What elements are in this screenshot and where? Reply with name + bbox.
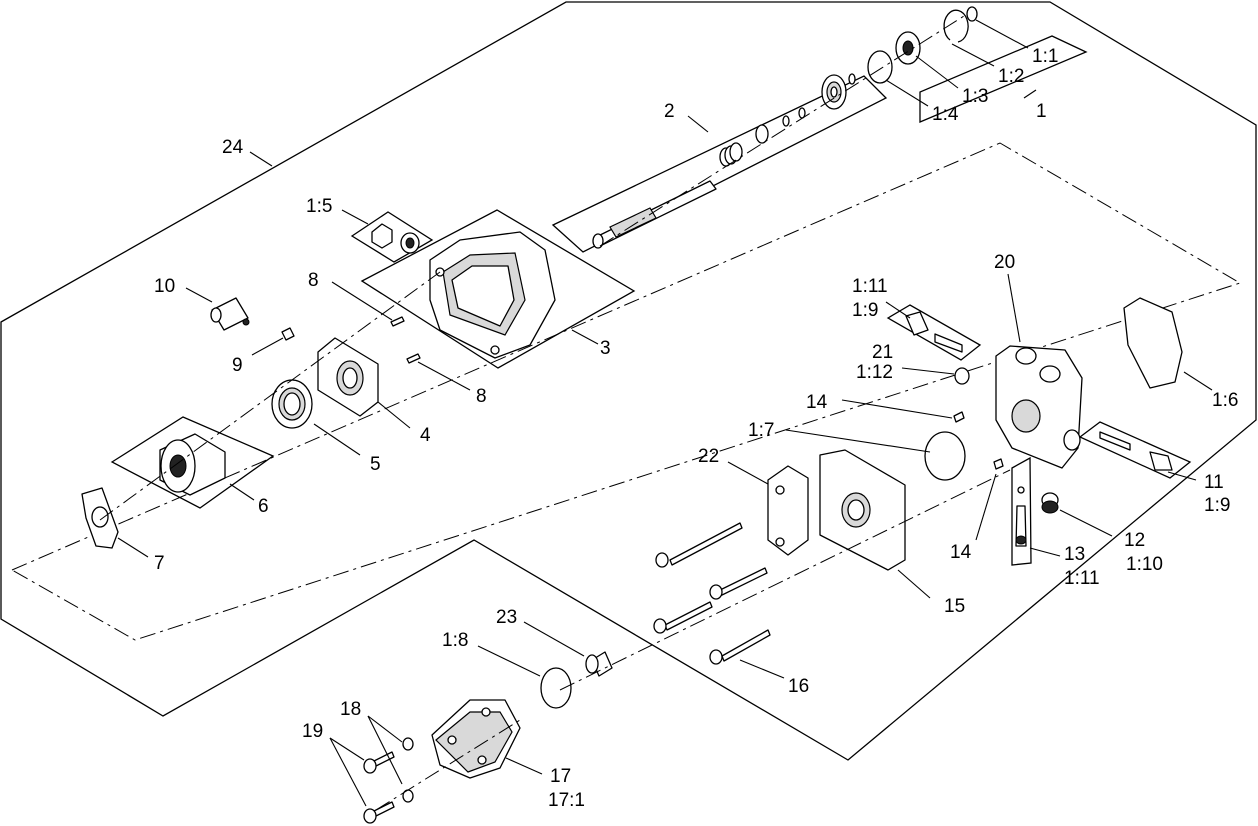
washer-18-upper xyxy=(402,737,414,751)
callout-14-lower: 14 xyxy=(950,542,972,563)
callout-24: 24 xyxy=(222,137,244,158)
callout-1-1: 1:1 xyxy=(1032,46,1058,67)
sensor-13 xyxy=(1015,486,1027,547)
callout-20: 20 xyxy=(994,252,1015,273)
pin-14-lower xyxy=(993,458,1004,470)
kit-box-1 xyxy=(919,35,1088,123)
callout-21: 21 xyxy=(872,342,893,363)
cradle-bearing xyxy=(271,379,313,429)
callout-11: 11 xyxy=(1204,472,1224,493)
bolt-16-b xyxy=(709,567,768,600)
relief-valve-lower xyxy=(1099,431,1173,471)
kit-box-1-5 xyxy=(350,211,434,263)
leader-lines xyxy=(117,19,1213,807)
callout-1-5: 1:5 xyxy=(306,196,332,217)
callout-17: 17 xyxy=(550,766,571,787)
screw-19-lower xyxy=(363,801,395,824)
o-ring-1-7 xyxy=(924,431,966,481)
callout-1-11-lower: 1:11 xyxy=(1064,568,1100,589)
gear-pump xyxy=(431,699,521,779)
subassembly-boundary xyxy=(10,142,1242,641)
shaft-spring xyxy=(719,142,743,167)
callout-1-8: 1:8 xyxy=(442,630,468,651)
callout-2: 2 xyxy=(664,101,675,122)
lever-block xyxy=(281,327,295,341)
screw-19-upper xyxy=(363,751,395,774)
kit-box-11 xyxy=(1078,421,1192,479)
shaft-seal-1-3 xyxy=(895,31,921,65)
callout-5: 5 xyxy=(370,454,381,475)
seal-1-5 xyxy=(371,223,420,254)
callout-1-9-lower: 1:9 xyxy=(1204,495,1230,516)
callout-8-lower: 8 xyxy=(476,386,487,407)
callout-1: 1 xyxy=(1036,101,1047,122)
pump-housing xyxy=(429,231,556,359)
callout-4: 4 xyxy=(420,425,431,446)
snap-ring-1-2 xyxy=(943,9,969,43)
callout-18: 18 xyxy=(340,699,361,720)
dowel-pin-lower xyxy=(406,353,421,364)
kit-box-1-9 xyxy=(886,304,982,361)
callout-3: 3 xyxy=(600,338,611,359)
shaft-spacer xyxy=(848,73,856,85)
callout-7: 7 xyxy=(154,553,165,574)
callout-16: 16 xyxy=(788,676,809,697)
shaft-bearing xyxy=(821,74,847,110)
callout-6: 6 xyxy=(258,496,269,517)
washer-1-1 xyxy=(966,6,978,22)
plug-21 xyxy=(954,367,970,385)
relief-valve-upper xyxy=(905,311,963,353)
bolt-16-a xyxy=(655,522,743,568)
coupler xyxy=(585,651,613,677)
callout-1-2: 1:2 xyxy=(998,66,1024,87)
gasket-1-6 xyxy=(1123,297,1183,389)
assembly-frame-24 xyxy=(0,1,1257,761)
dowel-pin-upper xyxy=(390,316,405,327)
callout-22: 22 xyxy=(698,446,719,467)
callout-1-3: 1:3 xyxy=(962,86,988,107)
callout-12: 12 xyxy=(1124,530,1145,551)
o-ring-1-8 xyxy=(540,667,572,709)
plug-12 xyxy=(1041,492,1059,514)
callout-13: 13 xyxy=(1064,544,1085,565)
drive-shaft xyxy=(592,180,717,249)
pin-14-upper xyxy=(953,411,965,423)
shaft-washer-a xyxy=(782,115,790,127)
callout-1-11-upper: 1:11 xyxy=(852,276,888,297)
callout-10: 10 xyxy=(154,276,175,297)
callout-1-6: 1:6 xyxy=(1212,390,1238,411)
rotating-group xyxy=(159,433,226,496)
callout-1-12: 1:12 xyxy=(856,362,893,383)
bolt-16-c xyxy=(653,601,713,634)
callout-1-4: 1:4 xyxy=(932,104,959,125)
shaft-ring xyxy=(755,124,769,144)
callout-9: 9 xyxy=(232,355,243,376)
end-cover xyxy=(995,345,1083,469)
mounting-bracket xyxy=(767,465,809,556)
o-ring-1-4 xyxy=(867,50,893,84)
callout-17-1: 17:1 xyxy=(548,790,585,811)
kit-box-3 xyxy=(360,209,636,369)
callout-8-upper: 8 xyxy=(308,270,319,291)
adapter-plate xyxy=(819,449,906,571)
callout-15: 15 xyxy=(944,596,965,617)
bolt-16-d xyxy=(709,629,771,665)
kit-box-6 xyxy=(110,416,275,509)
kit-box-13 xyxy=(1011,456,1032,566)
centre-lines xyxy=(99,15,1011,811)
valve-plate xyxy=(81,487,119,549)
callout-1-7: 1:7 xyxy=(748,420,774,441)
callout-23: 23 xyxy=(496,607,517,628)
callout-1-10: 1:10 xyxy=(1126,554,1163,575)
callout-1-9-upper: 1:9 xyxy=(852,300,878,321)
callout-19: 19 xyxy=(302,721,323,742)
swashplate xyxy=(317,337,379,417)
callout-14-upper: 14 xyxy=(806,392,828,413)
control-lever xyxy=(210,297,250,331)
